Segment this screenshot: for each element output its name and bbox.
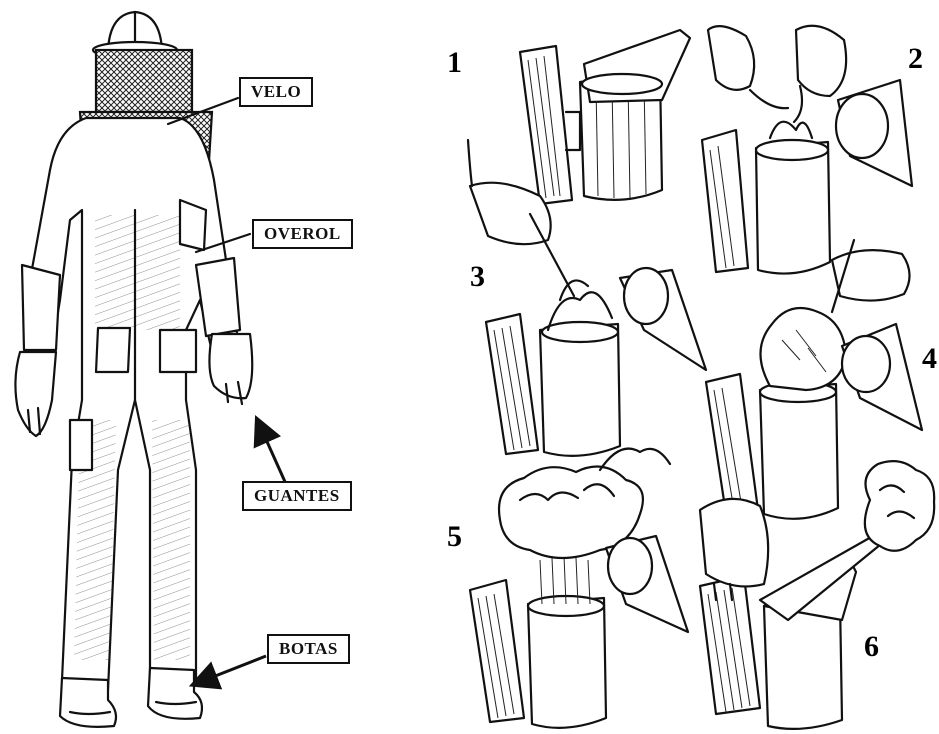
smoker-step-2: [702, 26, 912, 274]
step-number-5: 5: [447, 520, 462, 554]
smoker-step-1: [520, 30, 690, 204]
step-number-1: 1: [447, 46, 462, 80]
step-number-4: 4: [922, 342, 937, 376]
smoker-step-5: [470, 449, 688, 728]
step-number-2: 2: [908, 42, 923, 76]
step-number-3: 3: [470, 260, 485, 294]
step-number-6: 6: [864, 630, 879, 664]
